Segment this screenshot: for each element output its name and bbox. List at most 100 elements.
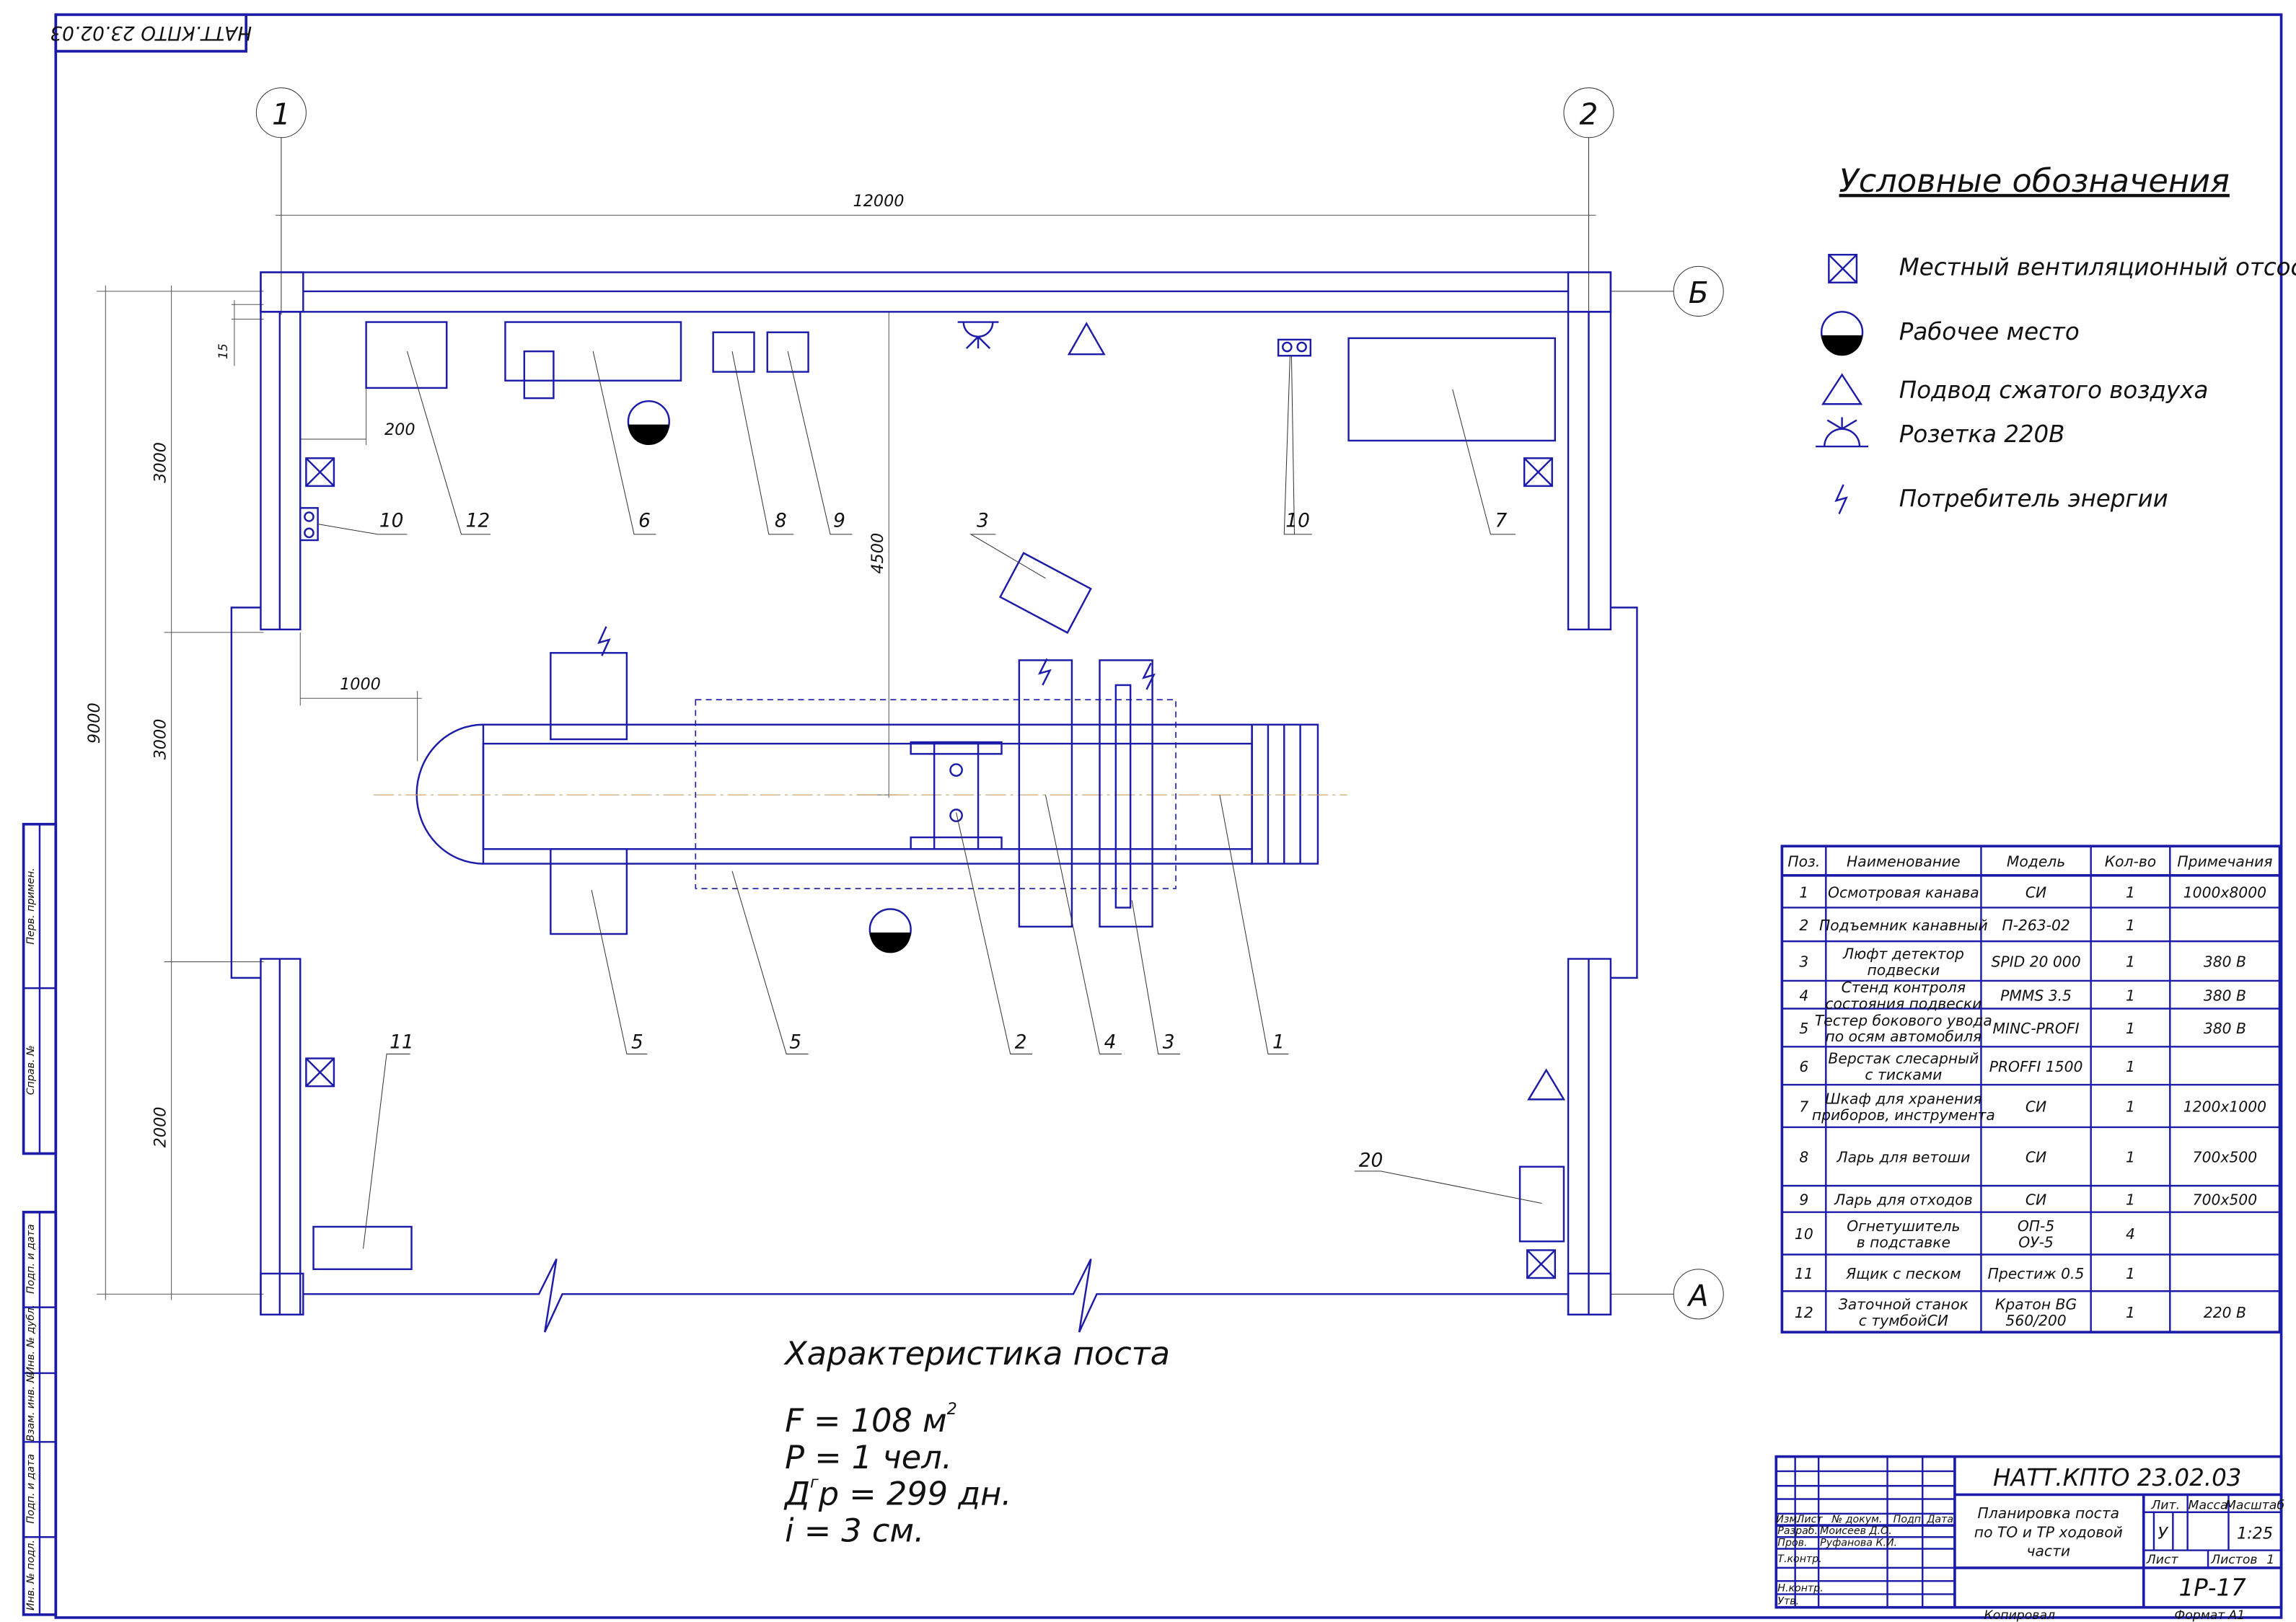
workplace-icon	[627, 400, 670, 446]
mass-label: Масса	[2189, 1499, 2228, 1513]
workplace-icon	[1820, 311, 1864, 356]
socket-icon	[1816, 417, 1869, 448]
callout-label: 10	[379, 511, 404, 532]
table-header: Поз.	[1787, 853, 1820, 870]
cell-pos: 9	[1799, 1191, 1808, 1209]
axis-marker-a	[1673, 1269, 1724, 1320]
cell-pos: 12	[1795, 1304, 1813, 1321]
cell-qty: 1	[2126, 1058, 2135, 1075]
characteristics-title: Характеристика поста	[783, 1335, 1170, 1372]
callout-label: 2	[1015, 1031, 1027, 1053]
callout-label: 3	[977, 511, 989, 532]
cell-qty: 1	[2126, 1098, 2135, 1116]
cell-model: SPID 20 000	[1992, 953, 2081, 971]
side-stamps: Перв. примен. Справ. № Подп. и дата Инв.…	[22, 822, 58, 1616]
cell-note: 700x500	[2193, 1191, 2257, 1209]
sheets-label: Листов	[2210, 1553, 2257, 1567]
callout-label: 9	[833, 511, 845, 532]
days-prefix: Д	[783, 1476, 810, 1513]
callout-label: 1	[1272, 1031, 1285, 1053]
cell-name: Верстак слесарный	[1828, 1050, 1979, 1067]
svg-text:F = 108 м2: F = 108 м2	[785, 1400, 957, 1440]
cell-model: СИ	[2026, 1149, 2046, 1166]
col-label: Изм.	[1776, 1514, 1800, 1525]
post-characteristics: Характеристика поста F = 108 м2 P = 1 че…	[783, 1335, 1170, 1550]
power-icon	[597, 626, 611, 656]
wall-break	[303, 1259, 1569, 1333]
cell-qty: 1	[2126, 1191, 2135, 1209]
cell-note: 380 В	[2204, 1020, 2246, 1037]
vent-icon	[305, 1057, 335, 1088]
cell-name: Огнетушитель	[1847, 1217, 1960, 1235]
equipment	[299, 321, 1566, 1279]
dimensions: 12000 9000 3000 3000 2000 4500 1000 200 …	[85, 192, 1596, 1300]
axis-marker-2	[1563, 87, 1614, 138]
callout-label: 6	[638, 511, 651, 532]
cell-name: Подъемник канавный	[1819, 917, 1988, 934]
days-value: р = 299 дн.	[818, 1476, 1012, 1513]
dimension-text: 4500	[868, 533, 887, 574]
callout-label: 5	[631, 1031, 643, 1053]
side-stamp: Подп. и дата	[25, 1224, 37, 1294]
row-label: Н.контр.	[1777, 1582, 1823, 1594]
legend-label: Потребитель энергии	[1899, 485, 2168, 512]
power-icon	[1142, 662, 1156, 690]
socket-icon	[957, 321, 999, 349]
group-code: 1Р-17	[2179, 1574, 2247, 1601]
vent-icon	[1828, 253, 1858, 283]
side-slip-tester-plate	[550, 848, 628, 935]
legend-label: Рабочее место	[1899, 318, 2080, 345]
callouts	[317, 351, 1542, 1249]
row-label: Т.контр.	[1777, 1553, 1821, 1565]
cell-pos: 10	[1795, 1225, 1813, 1243]
cell-name: Шкаф для хранения	[1825, 1090, 1981, 1107]
callout-label: 11	[390, 1031, 414, 1053]
cell-name: подвески	[1868, 961, 1940, 979]
row-label: Пров.	[1777, 1537, 1807, 1548]
cell-model: Престиж 0.5	[1988, 1265, 2085, 1282]
axis-label: А	[1686, 1279, 1709, 1313]
callout-label: 5	[789, 1031, 801, 1053]
cell-note: 700x500	[2193, 1149, 2257, 1166]
drawing-title: Планировка поста	[1978, 1504, 2120, 1522]
walls	[230, 271, 1638, 1333]
svg-text:Дгр = 299 дн.: Дгр = 299 дн.	[783, 1473, 1011, 1512]
cell-note: 1000x8000	[2183, 883, 2266, 901]
cell-model: СИ	[2026, 1098, 2046, 1116]
air-supply-icon	[1067, 322, 1106, 356]
vent-icon	[1526, 1249, 1556, 1279]
days-sup: г	[810, 1473, 819, 1491]
callout-label: 4	[1104, 1031, 1117, 1053]
axis-label: Б	[1689, 276, 1709, 310]
cell-pos: 7	[1799, 1098, 1808, 1116]
legend-label: Местный вентиляционный отсос	[1899, 254, 2296, 281]
waste-bin	[766, 331, 809, 373]
sheet-label: Лист	[2146, 1553, 2179, 1567]
lit-label: Лит.	[2150, 1499, 2180, 1513]
dimension-text: 2000	[151, 1107, 170, 1148]
side-stamp: Справ. №	[25, 1045, 37, 1095]
equipment-20	[1518, 1165, 1565, 1243]
cell-pos: 2	[1799, 917, 1808, 934]
callout-label: 20	[1359, 1150, 1384, 1172]
cell-qty: 4	[2126, 1225, 2135, 1243]
cell-pos: 3	[1799, 953, 1808, 971]
table-header: Наименование	[1847, 853, 1961, 870]
cell-name: с тисками	[1865, 1066, 1942, 1083]
cell-name: Заточной станок	[1839, 1296, 1969, 1313]
legend-title: Условные обозначения	[1839, 162, 2230, 200]
play-detector-plates	[1099, 659, 1153, 928]
axis-marker-1	[255, 87, 307, 138]
checker-name: Руфанова К.И.	[1820, 1537, 1897, 1548]
cell-qty: 1	[2126, 987, 2135, 1004]
callout-label: 3	[1163, 1031, 1175, 1053]
pit-lift	[910, 741, 1003, 850]
dimension-text: 200	[384, 420, 415, 439]
copied-label: Копировал	[1984, 1608, 2056, 1622]
cell-model: СИ	[2026, 1191, 2046, 1209]
cell-name: Ларь для ветоши	[1836, 1149, 1970, 1166]
format-value: А1	[2227, 1608, 2245, 1622]
workplace-icon	[868, 908, 912, 953]
